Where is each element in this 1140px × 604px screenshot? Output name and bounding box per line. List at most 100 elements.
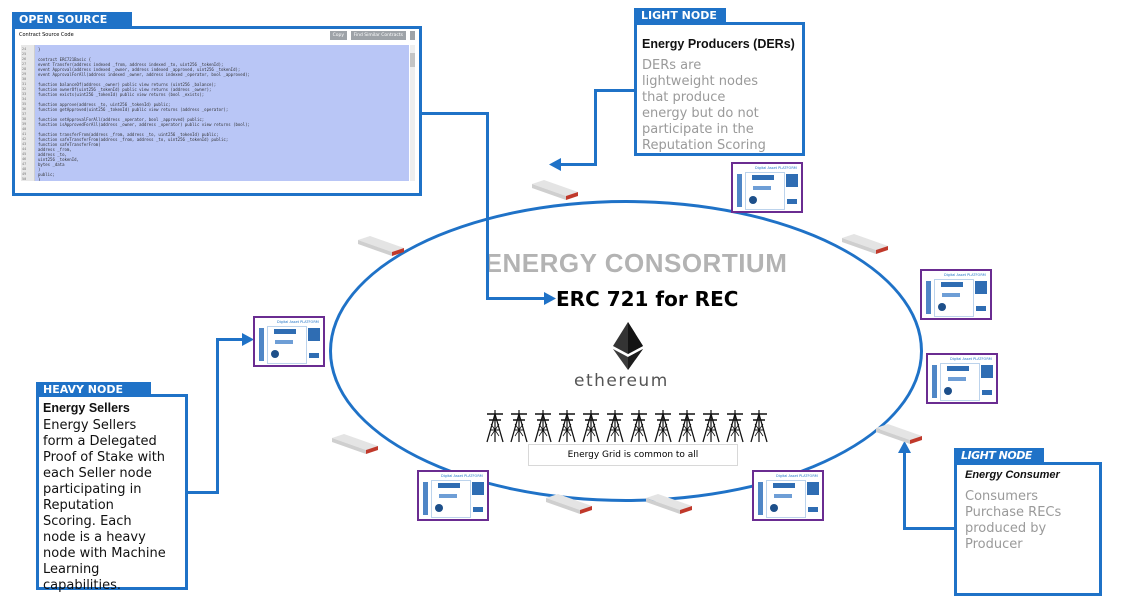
thumbnail-part <box>423 482 428 515</box>
code-panel-title: Contract Source Code <box>19 32 74 38</box>
connector-line <box>903 527 956 530</box>
connector-line <box>594 89 597 166</box>
arrow-right-icon <box>544 292 556 305</box>
consumer-heading: Energy Consumer <box>965 469 1060 481</box>
producer-line: Reputation Scoring <box>642 138 766 153</box>
producer-heading: Energy Producers (DERs) <box>642 37 795 51</box>
producer-box: Energy Producers (DERs) DERs are lightwe… <box>634 22 805 156</box>
thumbnail-part <box>745 172 785 210</box>
line-number: 40 <box>22 127 27 131</box>
thumbnail-part <box>808 507 818 512</box>
code-scroll-thumb[interactable] <box>410 53 415 67</box>
thumbnail-part <box>271 350 279 358</box>
thumbnail-title: Digital Asset PLATFORM <box>277 320 319 324</box>
thumbnail-title: Digital Asset PLATFORM <box>950 357 992 361</box>
code-line: function approve(address _to, uint256 _t… <box>38 102 171 107</box>
heavy-line: Energy Sellers <box>43 418 137 433</box>
code-line: function safeTransferFrom(address _from,… <box>38 137 229 142</box>
thumbnail-part <box>275 340 293 344</box>
thumbnail-part <box>749 196 757 204</box>
thumbnail-part <box>786 174 798 187</box>
thumbnail-title: Digital Asset PLATFORM <box>944 273 986 277</box>
code-line: function exists(uint256 _tokenId) public… <box>38 92 205 97</box>
ethereum-logo-icon <box>613 322 643 370</box>
thumbnail-part <box>774 494 792 498</box>
thumbnail-part <box>766 480 806 518</box>
line-number: 36 <box>22 107 27 111</box>
code-line: function isApprovedForAll(address _owner… <box>38 122 250 127</box>
thumbnail-part <box>926 281 931 314</box>
heavy-line: capabilities. <box>43 578 122 593</box>
thumbnail-title: Digital Asset PLATFORM <box>755 166 797 170</box>
line-number: 28 <box>22 67 27 71</box>
thumbnail-part <box>770 504 778 512</box>
consortium-title: ENERGY CONSORTIUM <box>484 248 788 278</box>
thumbnail-title: Digital Asset PLATFORM <box>776 474 818 478</box>
platform-node-thumbnail: Digital Asset PLATFORM <box>417 470 489 521</box>
code-line: contract ERC721Basic { <box>38 57 91 62</box>
producer-line: energy but do not <box>642 106 759 121</box>
thumbnail-part <box>737 174 742 207</box>
heavy-node-box: Energy Sellers Energy Sellers form a Del… <box>36 394 188 593</box>
producer-text: DERs are lightweight nodes that produce … <box>642 58 766 154</box>
consumer-line: Consumers <box>965 489 1039 504</box>
line-number: 25 <box>22 52 27 56</box>
code-line: function balanceOf(address _owner) publi… <box>38 82 217 87</box>
line-number: 24 <box>22 47 27 51</box>
consumer-box: Energy Consumer Consumers Purchase RECs … <box>954 462 1102 596</box>
connector-line <box>420 112 488 115</box>
thumbnail-part <box>309 353 319 358</box>
producer-line: participate in the <box>642 122 754 137</box>
code-line: function getApproved(uint256 _tokenId) p… <box>38 107 229 112</box>
heavy-line: form a Delegated <box>43 434 157 449</box>
open-source-tag: OPEN SOURCE <box>12 12 132 28</box>
connector-line <box>486 297 546 300</box>
line-number: 41 <box>22 132 27 136</box>
thumbnail-part <box>438 483 460 488</box>
code-line: uint256 _tokenId, <box>38 157 79 162</box>
thumbnail-part <box>752 175 774 180</box>
code-line: function transferFrom(address _from, add… <box>38 132 219 137</box>
heavy-line: node with Machine <box>43 546 166 561</box>
thumbnail-part <box>431 480 471 518</box>
consortium-ellipse <box>329 200 923 502</box>
thumbnail-part <box>753 186 771 190</box>
heavy-line: Learning <box>43 562 100 577</box>
line-number: 33 <box>22 92 27 96</box>
server-icon <box>646 494 692 514</box>
copy-button[interactable]: Copy <box>329 31 347 40</box>
connector-line <box>216 338 244 341</box>
producer-line: DERs are <box>642 58 702 73</box>
producer-line: lightweight nodes <box>642 74 758 89</box>
thumbnail-part <box>975 281 987 294</box>
platform-node-thumbnail: Digital Asset PLATFORM <box>731 162 803 213</box>
code-line: function safeTransferFrom( <box>38 142 101 147</box>
line-number: 44 <box>22 147 27 151</box>
line-number: 46 <box>22 157 27 161</box>
line-number: 26 <box>22 57 27 61</box>
platform-node-thumbnail: Digital Asset PLATFORM <box>752 470 824 521</box>
connector-line <box>594 89 636 92</box>
energy-grid-label: Energy Grid is common to all <box>528 444 738 466</box>
thumbnail-part <box>934 279 974 317</box>
find-similar-button[interactable]: Find Similar Contracts <box>350 31 406 40</box>
line-number: 32 <box>22 87 27 91</box>
expand-icon[interactable] <box>410 31 415 40</box>
light-node-producer-tag: LIGHT NODE <box>634 8 726 24</box>
heavy-line: Scoring. Each <box>43 514 132 529</box>
code-line: address _to, <box>38 152 67 157</box>
arrow-up-icon <box>898 441 911 453</box>
heavy-line: Proof of Stake with <box>43 450 166 465</box>
code-line: public; <box>38 172 55 177</box>
code-scrollbar[interactable] <box>410 45 415 181</box>
platform-node-thumbnail: Digital Asset PLATFORM <box>920 269 992 320</box>
thumbnail-part <box>938 303 946 311</box>
line-number: 29 <box>22 72 27 76</box>
thumbnail-part <box>274 329 296 334</box>
code-line: function setApprovalForAll(address _oper… <box>38 117 205 122</box>
thumbnail-part <box>947 366 969 371</box>
line-number: 38 <box>22 117 27 121</box>
heavy-node-tag: HEAVY NODE <box>36 382 151 397</box>
